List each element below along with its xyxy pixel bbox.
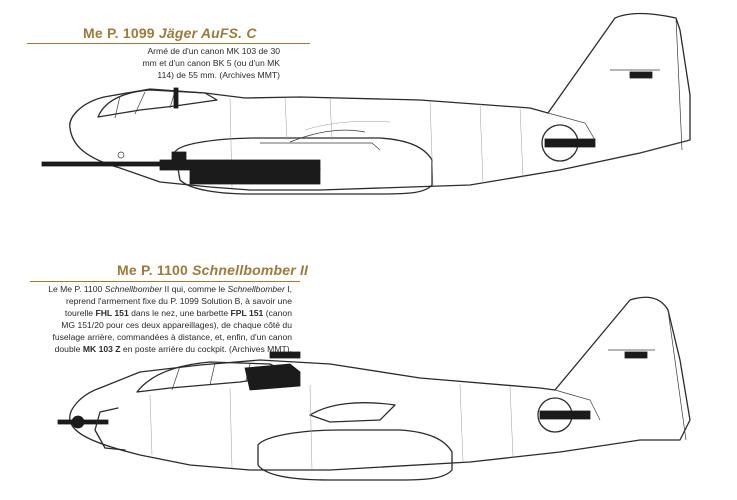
section2-caption-line-5: fuselage arrière, commandées à distance,… xyxy=(52,332,292,342)
section1-rule xyxy=(27,43,310,44)
p1100-guns xyxy=(57,351,301,451)
p1100-engine-nacelle xyxy=(257,402,453,481)
section1-title-prefix: Me P. 1099 xyxy=(83,25,159,41)
p1100-panel-lines xyxy=(149,383,514,471)
section1-caption: Armé de d'un canon MK 103 de 30 mm et d'… xyxy=(60,45,280,81)
p1100-fuselage xyxy=(69,296,691,471)
section1-title-italic: Jäger AuFS. C xyxy=(158,25,257,41)
section2-title-prefix: Me P. 1100 xyxy=(117,262,193,278)
section2-title-italic: Schnellbomber II xyxy=(192,262,309,278)
p1099-cannon-body xyxy=(189,167,321,185)
section1-caption-line-2: mm et d'un canon BK 5 (ou d'un MK xyxy=(142,58,280,68)
section2-caption-line-3: tourelle FHL 151 dans le nez, une barbet… xyxy=(64,308,292,318)
p1099-panel-lines xyxy=(229,97,524,189)
p1099-engine-nacelle xyxy=(174,129,433,195)
section2-caption-line-1: Le Me P. 1100 Schnellbomber II qui, comm… xyxy=(48,284,292,294)
p1099-mast xyxy=(173,87,179,109)
section1-title: Me P. 1099 Jäger AuFS. C xyxy=(83,25,257,41)
section1-caption-line-3: 114) de 55 mm. (Archives MMT) xyxy=(157,70,280,80)
section1-caption-line-1: Armé de d'un canon MK 103 de 30 xyxy=(147,46,280,56)
section2-caption: Le Me P. 1100 Schnellbomber II qui, comm… xyxy=(20,283,292,355)
section2-rule xyxy=(30,281,300,282)
p1099-guns xyxy=(41,87,321,185)
section2-caption-line-6: double MK 103 Z en poste arrière du cock… xyxy=(54,344,292,354)
p1099-nose-detail xyxy=(117,151,125,159)
p1100-tail-barbette xyxy=(537,349,655,433)
p1099-tail-barbette xyxy=(541,69,660,162)
p1100-mk103z-rear xyxy=(244,363,301,391)
section2-caption-line-2: reprend l'armement fixe du P. 1099 Solut… xyxy=(65,296,292,306)
section2-title: Me P. 1100 Schnellbomber II xyxy=(117,262,308,278)
section2-caption-line-4: MG 151/20 pour ces deux appareillages), … xyxy=(61,320,292,330)
p1100-nose-turret-outline xyxy=(94,407,126,451)
p1099-canopy xyxy=(97,89,218,119)
